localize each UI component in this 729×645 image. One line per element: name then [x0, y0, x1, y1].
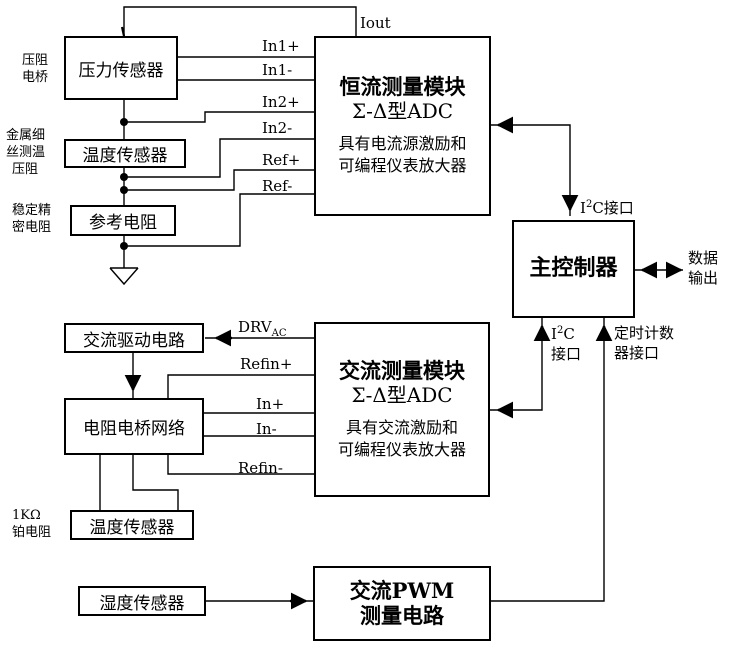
stable-resistor-label: 稳定精 密电阻 — [12, 203, 51, 237]
i2c-mid-line2: 接口 — [551, 345, 581, 365]
drv-text: DRV — [238, 318, 272, 336]
in1m-label: In1- — [262, 63, 292, 78]
main-controller: 主控制器 — [512, 220, 635, 318]
pressure-sensor-block: 压力传感器 — [64, 36, 178, 100]
ac-module-desc-1: 具有交流激励和 — [346, 417, 458, 439]
stable-label-1: 稳定精 — [12, 203, 51, 220]
dc-module-desc-2: 可编程仪表放大器 — [338, 155, 466, 177]
bridge-network-block: 电阻电桥网络 — [64, 398, 204, 455]
pressure-sensor-label: 压力传感器 — [79, 56, 164, 81]
drv-subscript: AC — [272, 328, 287, 339]
dc-measurement-module: 恒流测量模块 Σ-Δ型ADC 具有电流源激励和 可编程仪表放大器 — [314, 36, 491, 216]
temp-sensor-dc-label: 温度传感器 — [83, 141, 168, 166]
dc-module-desc-1: 具有电流源激励和 — [338, 133, 466, 155]
i2c-mid-b: C — [563, 325, 574, 343]
humidity-sensor-block: 湿度传感器 — [78, 586, 206, 616]
refin-plus-label: Refin+ — [240, 357, 292, 372]
dc-module-title: 恒流测量模块 — [340, 75, 466, 99]
pt-label-2: 铂电阻 — [12, 525, 51, 542]
timer-label-2: 器接口 — [614, 344, 674, 364]
in2m-label: In2- — [262, 121, 292, 136]
pwm-title-1: 交流PWM — [350, 579, 455, 603]
stable-label-2: 密电阻 — [12, 220, 51, 237]
piezo-label-2: 电桥 — [22, 70, 48, 87]
ac-drive-block: 交流驱动电路 — [64, 323, 204, 353]
drv-label: DRVAC — [238, 320, 287, 339]
reference-resistor-block: 参考电阻 — [70, 205, 176, 236]
timer-interface-label: 定时计数 器接口 — [614, 324, 674, 363]
pwm-title-2: 测量电路 — [360, 604, 444, 628]
data-label-1: 数据 — [688, 249, 718, 269]
metal-label-2: 丝测温 — [6, 145, 45, 162]
metal-label-1: 金属细 — [6, 128, 45, 145]
data-output-label: 数据 输出 — [688, 249, 718, 288]
ac-drive-label: 交流驱动电路 — [83, 326, 185, 351]
i2c-top-b: C接口 — [592, 199, 633, 217]
reference-resistor-label: 参考电阻 — [89, 208, 157, 233]
data-label-2: 输出 — [688, 269, 718, 289]
in2p-label: In2+ — [262, 95, 300, 110]
in1p-label: In1+ — [262, 39, 300, 54]
platinum-resistor-label: 1KΩ 铂电阻 — [12, 508, 51, 542]
temp-sensor-ac-label: 温度传感器 — [90, 513, 175, 538]
refm-label: Ref- — [262, 179, 292, 194]
piezo-label-1: 压阻 — [22, 53, 48, 70]
metal-label-3: 压阻 — [6, 162, 45, 179]
temp-sensor-ac-block: 温度传感器 — [70, 510, 194, 540]
main-controller-label: 主控制器 — [529, 256, 617, 281]
temp-sensor-dc-block: 温度传感器 — [64, 139, 186, 168]
iout-label: Iout — [360, 16, 391, 31]
in-plus-label: In+ — [256, 397, 284, 412]
bridge-network-label: 电阻电桥网络 — [83, 414, 185, 439]
timer-label-1: 定时计数 — [614, 324, 674, 344]
ac-module-subtitle: Σ-Δ型ADC — [351, 383, 452, 407]
refin-minus-label: Refin- — [238, 461, 283, 476]
pt-label-1: 1KΩ — [12, 508, 51, 525]
dc-module-subtitle: Σ-Δ型ADC — [352, 99, 453, 123]
pwm-measurement-circuit: 交流PWM 测量电路 — [313, 566, 491, 641]
i2c-mid-line1: I2C — [551, 324, 581, 345]
i2c-mid-label: I2C 接口 — [551, 324, 581, 364]
humidity-sensor-label: 湿度传感器 — [100, 589, 185, 614]
ac-module-desc-2: 可编程仪表放大器 — [338, 439, 466, 461]
ac-module-title: 交流测量模块 — [339, 359, 465, 383]
in-minus-label: In- — [256, 422, 277, 437]
ac-measurement-module: 交流测量模块 Σ-Δ型ADC 具有交流激励和 可编程仪表放大器 — [314, 322, 490, 497]
i2c-top-label: I2C接口 — [580, 200, 634, 216]
refp-label: Ref+ — [262, 153, 300, 168]
piezo-label: 压阻 电桥 — [22, 53, 48, 87]
metal-wire-label: 金属细 丝测温 压阻 — [6, 128, 45, 179]
